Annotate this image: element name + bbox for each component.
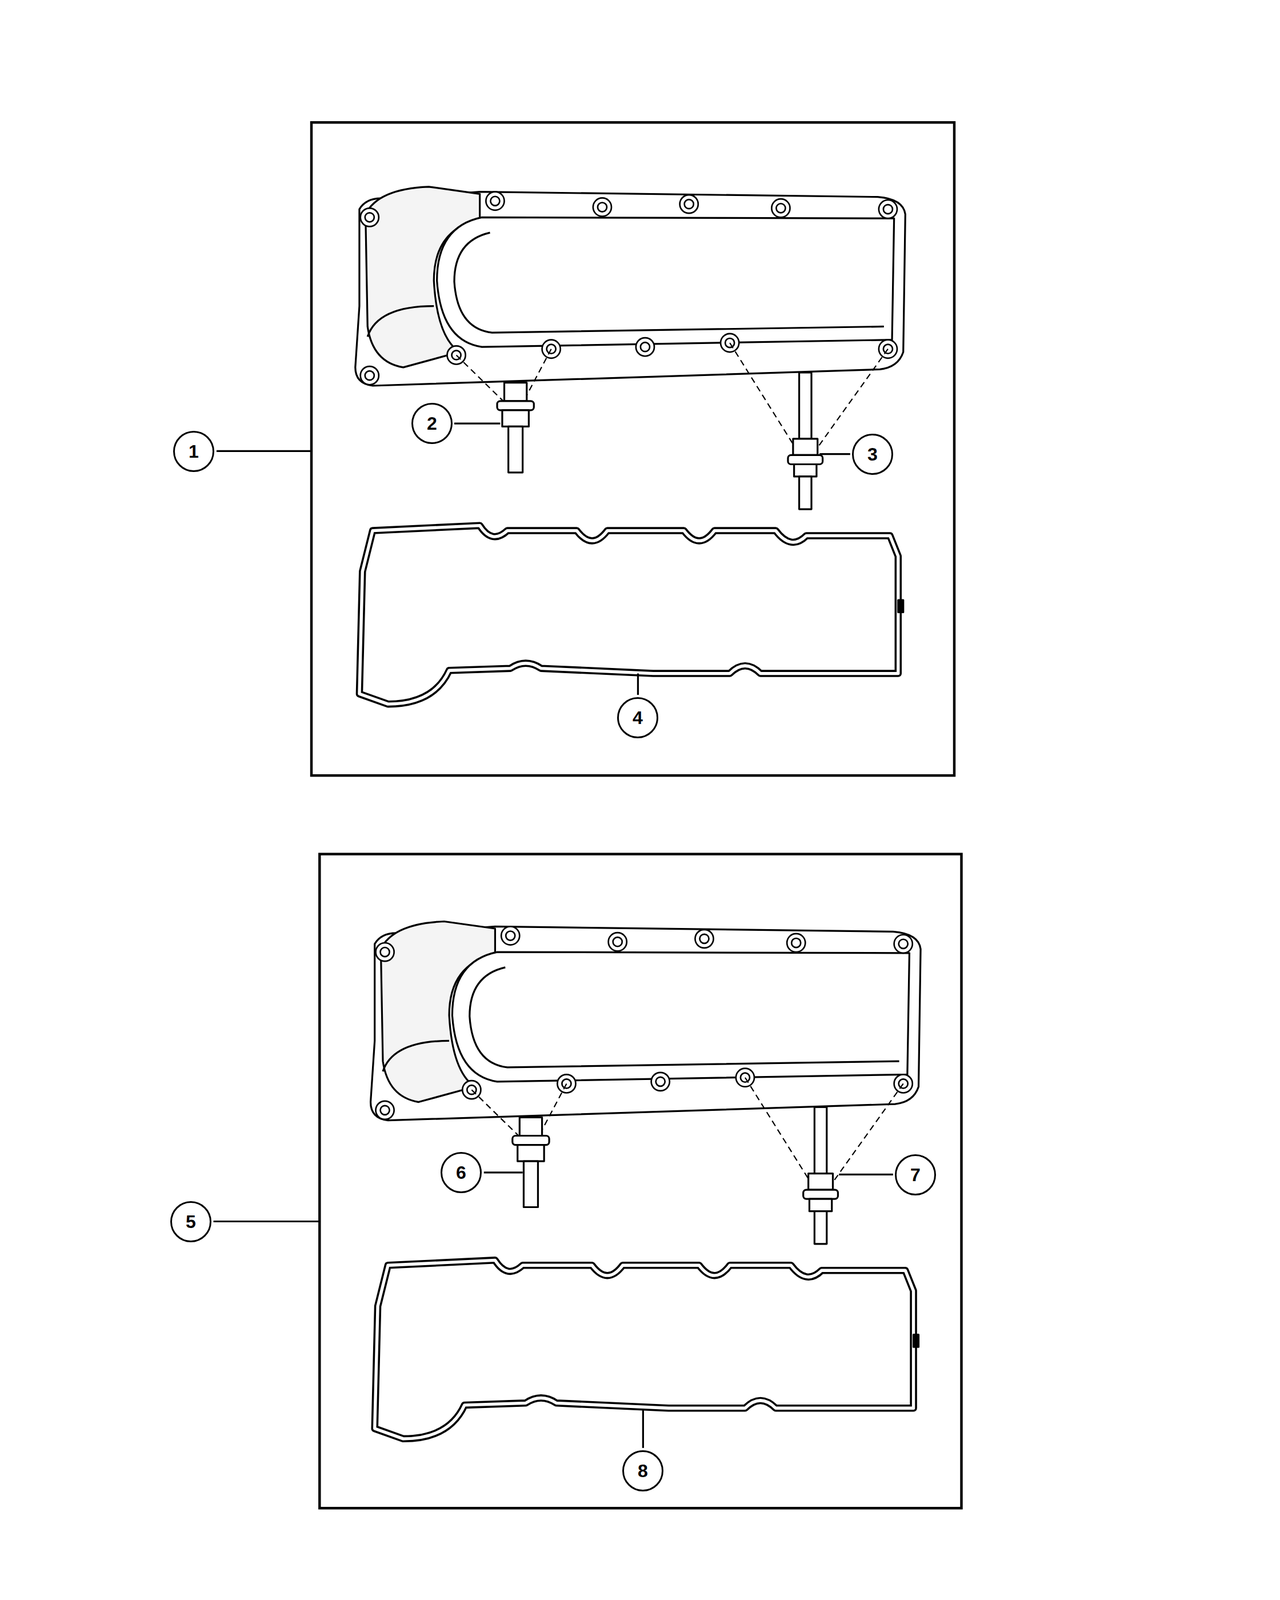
callout-circle: 5 [170, 1201, 212, 1243]
frame [311, 122, 955, 776]
callout-circle: 1 [173, 430, 215, 472]
frame [319, 854, 962, 1509]
callout-circle: 3 [852, 433, 894, 475]
callout-circle: 4 [617, 697, 659, 739]
callout-number: 7 [910, 1165, 921, 1184]
callout-number: 8 [637, 1461, 648, 1480]
callout-circle: 2 [411, 402, 453, 444]
callout-number: 2 [426, 414, 438, 433]
callout-number: 3 [867, 445, 878, 464]
callout-circle: 7 [894, 1154, 936, 1196]
callout-circle: 6 [440, 1152, 482, 1194]
callout-number: 1 [188, 442, 199, 461]
callout-number: 5 [185, 1212, 196, 1231]
callout-number: 4 [632, 708, 643, 727]
callout-circle: 8 [622, 1450, 664, 1492]
callout-number: 6 [456, 1163, 467, 1182]
